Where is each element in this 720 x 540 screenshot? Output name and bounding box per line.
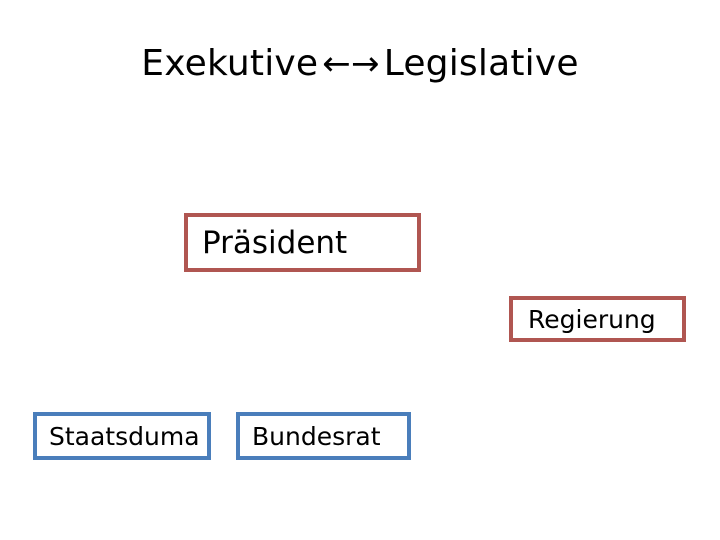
arrow-left-icon: ← <box>322 44 351 84</box>
box-praesident[interactable]: Präsident <box>184 213 421 272</box>
box-bundesrat-label: Bundesrat <box>252 421 381 451</box>
box-regierung[interactable]: Regierung <box>509 296 686 342</box>
box-bundesrat[interactable]: Bundesrat <box>236 412 411 460</box>
bidirectional-arrow-group: ←→ <box>318 42 383 86</box>
box-regierung-label: Regierung <box>528 304 656 334</box>
slide-title: Exekutive←→Legislative <box>0 42 720 86</box>
arrow-right-icon: → <box>351 44 380 84</box>
box-staatsduma-label: Staatsduma <box>49 421 200 451</box>
title-legislative-text: Legislative <box>383 43 579 84</box>
title-executive-text: Exekutive <box>141 43 319 84</box>
box-staatsduma[interactable]: Staatsduma <box>33 412 211 460</box>
box-praesident-label: Präsident <box>202 224 348 261</box>
